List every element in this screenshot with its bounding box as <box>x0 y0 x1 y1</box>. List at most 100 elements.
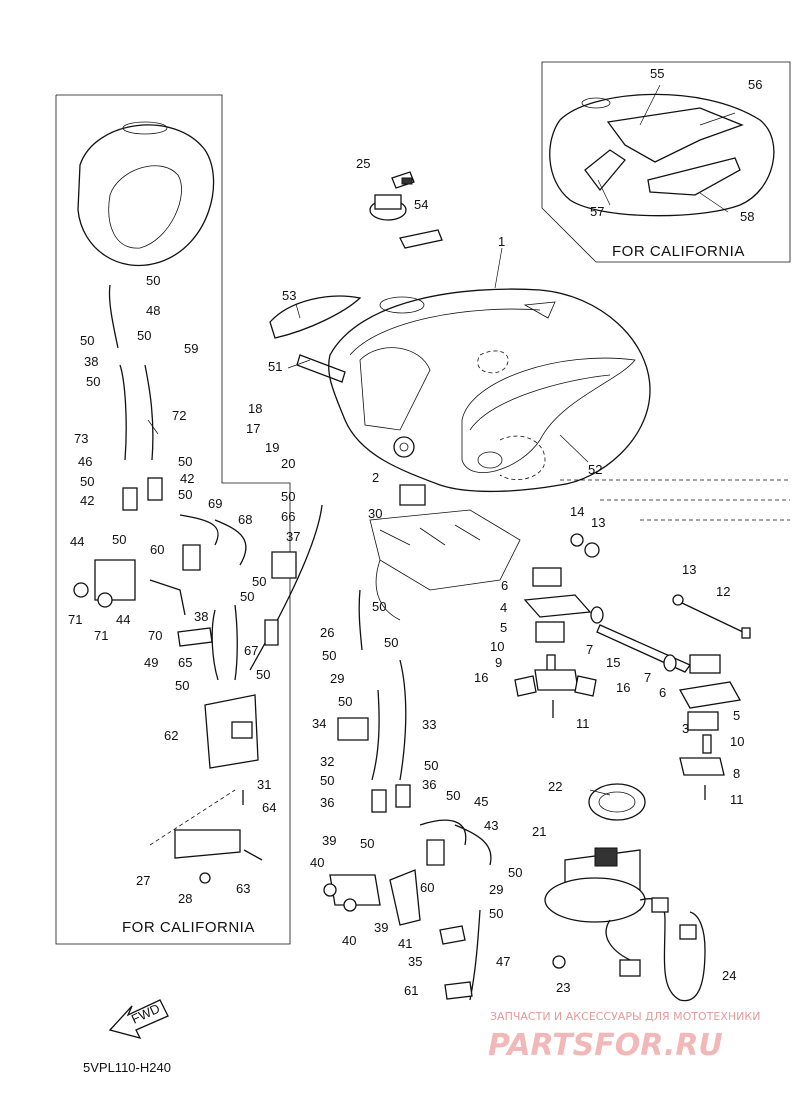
cap-gasket <box>399 229 443 249</box>
callout-59: 59 <box>184 341 198 356</box>
mount-hardware <box>514 533 751 800</box>
callout-72: 72 <box>172 408 186 423</box>
callout-60b: 60 <box>420 880 434 895</box>
callout-20: 20 <box>281 456 295 471</box>
callout-69: 69 <box>208 496 222 511</box>
callout-12: 12 <box>716 584 730 599</box>
callout-50g: 50 <box>178 487 192 502</box>
callout-18: 18 <box>248 401 262 416</box>
callout-44b: 44 <box>116 612 130 627</box>
callout-48: 48 <box>146 303 160 318</box>
callout-31: 31 <box>257 777 271 792</box>
callout-9: 9 <box>495 655 502 670</box>
callout-50h: 50 <box>112 532 126 547</box>
callout-57: 57 <box>590 204 604 219</box>
callout-13b: 13 <box>682 562 696 577</box>
callout-27: 27 <box>136 873 150 888</box>
callout-11a: 11 <box>576 716 590 731</box>
callout-71a: 71 <box>68 612 82 627</box>
diagram-code: 5VPL110-H240 <box>83 1060 171 1075</box>
callout-68: 68 <box>238 512 252 527</box>
filler-seal <box>393 436 415 458</box>
callout-39b: 39 <box>374 920 388 935</box>
callout-50d: 50 <box>86 374 100 389</box>
callout-50n: 50 <box>372 599 386 614</box>
callout-21: 21 <box>532 824 546 839</box>
callout-50j: 50 <box>240 589 254 604</box>
callout-50b: 50 <box>80 333 94 348</box>
callout-38a: 38 <box>84 354 98 369</box>
callout-43: 43 <box>484 818 498 833</box>
callout-36b: 36 <box>422 777 436 792</box>
callout-73: 73 <box>74 431 88 446</box>
california-top-title: FOR CALIFORNIA <box>612 243 745 260</box>
callout-2: 2 <box>372 470 379 485</box>
callout-4: 4 <box>500 600 507 615</box>
callout-26: 26 <box>320 625 334 640</box>
callout-39a: 39 <box>322 833 336 848</box>
callout-64: 64 <box>262 800 276 815</box>
frame-area <box>369 479 790 621</box>
callout-50m: 50 <box>281 489 295 504</box>
callout-46: 46 <box>78 454 92 469</box>
callout-22: 22 <box>548 779 562 794</box>
callout-51: 51 <box>268 359 282 374</box>
callout-28: 28 <box>178 891 192 906</box>
callout-37: 37 <box>286 529 300 544</box>
callout-7a: 7 <box>586 642 593 657</box>
california-inset-left: FOR CALIFORNIA <box>55 94 291 945</box>
callout-50u: 50 <box>360 836 374 851</box>
california-inset-top: FOR CALIFORNIA <box>541 61 791 263</box>
callout-8: 8 <box>733 766 740 781</box>
callout-13a: 13 <box>591 515 605 530</box>
callout-29a: 29 <box>330 671 344 686</box>
callout-50i: 50 <box>252 574 266 589</box>
watermark-tagline: ЗАПЧАСТИ И АКСЕССУАРЫ ДЛЯ МОТОТЕХНИКИ <box>490 1010 760 1023</box>
callout-70: 70 <box>148 628 162 643</box>
callout-40a: 40 <box>310 855 324 870</box>
callout-58: 58 <box>740 209 754 224</box>
callout-45: 45 <box>474 794 488 809</box>
callout-49: 49 <box>144 655 158 670</box>
callout-16a: 16 <box>474 670 488 685</box>
callout-11b: 11 <box>730 792 744 807</box>
callout-42a: 42 <box>80 493 94 508</box>
callout-50t: 50 <box>446 788 460 803</box>
callout-17: 17 <box>246 421 260 436</box>
callout-33: 33 <box>422 717 436 732</box>
fuel-cap <box>369 171 415 221</box>
callout-14: 14 <box>570 504 584 519</box>
callout-35: 35 <box>408 954 422 969</box>
callout-5a: 5 <box>500 620 507 635</box>
callout-50p: 50 <box>322 648 336 663</box>
callout-6b: 6 <box>659 685 666 700</box>
callout-38b: 38 <box>194 609 208 624</box>
callout-50c: 50 <box>137 328 151 343</box>
callout-34: 34 <box>312 716 326 731</box>
callouts: 1 2 3 4 5 5 6 6 7 7 8 9 10 10 11 11 12 1… <box>68 66 762 998</box>
callout-50v: 50 <box>508 865 522 880</box>
callout-65: 65 <box>178 655 192 670</box>
callout-67: 67 <box>244 643 258 658</box>
callout-1: 1 <box>498 234 505 249</box>
callout-44a: 44 <box>70 534 84 549</box>
callout-55: 55 <box>650 66 664 81</box>
callout-50s: 50 <box>424 758 438 773</box>
callout-56: 56 <box>748 77 762 92</box>
callout-50w: 50 <box>489 906 503 921</box>
watermark-brand: PARTSFOR.RU <box>488 1028 723 1063</box>
callout-50r: 50 <box>320 773 334 788</box>
leader-lines <box>147 84 736 796</box>
callout-50q: 50 <box>338 694 352 709</box>
callout-62: 62 <box>164 728 178 743</box>
callout-50o: 50 <box>384 635 398 650</box>
callout-5b: 5 <box>733 708 740 723</box>
callout-50f: 50 <box>178 454 192 469</box>
callout-15: 15 <box>606 655 620 670</box>
callout-10b: 10 <box>730 734 744 749</box>
callout-30: 30 <box>368 506 382 521</box>
callout-32: 32 <box>320 754 334 769</box>
hoses-and-valves <box>73 284 492 1001</box>
callout-71b: 71 <box>94 628 108 643</box>
